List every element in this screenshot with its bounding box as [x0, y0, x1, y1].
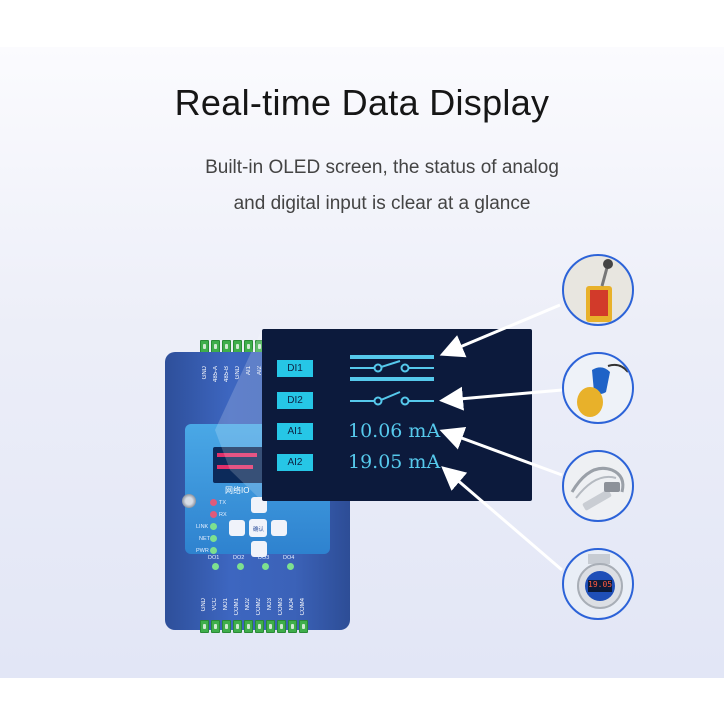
page-title: Real-time Data Display — [174, 82, 550, 123]
tag-di2: DI2 — [277, 392, 313, 409]
confirm-label: 确认 — [253, 527, 265, 533]
down-button[interactable] — [251, 541, 267, 557]
led-label: PWR — [196, 548, 209, 554]
zoom-beam — [215, 329, 262, 501]
limit-switch-icon — [586, 259, 613, 322]
transmitter-readout: 19.05 — [588, 580, 613, 589]
right-button[interactable] — [271, 520, 287, 536]
arrow-di1 — [439, 303, 561, 358]
device-brand: 网络IO — [225, 486, 250, 495]
terminal-screw — [266, 620, 275, 633]
reading-ai1: 10.06 mA — [348, 420, 441, 442]
terminal-screw — [200, 620, 209, 633]
float-switch-icon — [577, 363, 629, 417]
confirm-button[interactable]: 确认 — [249, 519, 267, 537]
terminal-screw — [288, 620, 297, 633]
up-button[interactable] — [251, 497, 267, 513]
switch-open-icon — [350, 391, 434, 406]
arrow-ai2 — [441, 466, 563, 572]
subtitle-line-1: Built-in OLED screen, the status of anal… — [205, 157, 559, 178]
device-oled-screen — [213, 447, 265, 483]
output-label: DO3 — [258, 555, 270, 561]
led-rx — [210, 511, 217, 518]
terminal-screw — [255, 620, 264, 633]
terminal-screw — [277, 620, 286, 633]
terminal-screw — [299, 620, 308, 633]
float-switch-circle — [562, 352, 634, 424]
led-do3 — [262, 563, 269, 570]
led-tx — [210, 499, 217, 506]
switch-closed-icon — [350, 355, 434, 381]
left-button[interactable] — [229, 520, 245, 536]
led-link — [210, 523, 217, 530]
led-do1 — [212, 563, 219, 570]
reading-ai2: 19.05 mA — [348, 451, 441, 473]
limit-switch-circle — [562, 254, 634, 326]
arrow-di2 — [439, 386, 563, 411]
tag-ai2: AI2 — [277, 454, 313, 471]
bottom-terminal-block — [200, 620, 308, 633]
terminal-screw — [211, 620, 220, 633]
output-label: DO4 — [283, 555, 295, 561]
subtitle-line-2: and digital input is clear at a glance — [233, 193, 531, 214]
pressure-transmitter-circle: 19.05 — [562, 548, 634, 620]
page-subtitle: Built-in OLED screen, the status of anal… — [0, 150, 724, 222]
temperature-probe-icon — [570, 466, 625, 511]
terminal-screw — [222, 620, 231, 633]
led-do2 — [237, 563, 244, 570]
terminal-screw — [233, 620, 242, 633]
led-label: NET — [199, 536, 210, 542]
led-do4 — [287, 563, 294, 570]
output-label: DO1 — [208, 555, 220, 561]
led-label: TX — [219, 500, 227, 506]
led-label: RX — [219, 512, 227, 518]
pressure-transmitter-icon — [577, 554, 623, 609]
tag-ai1: AI1 — [277, 423, 313, 440]
led-label: LINK — [196, 524, 209, 530]
tag-di1: DI1 — [277, 360, 313, 377]
led-pwr — [210, 547, 217, 554]
oled-display-zoom: DI1 DI2 AI1 10.06 mA AI2 19.05 mA — [262, 329, 532, 501]
output-label: DO2 — [233, 555, 245, 561]
terminal-screw — [244, 620, 253, 633]
temperature-probe-circle — [562, 450, 634, 522]
mounting-screw — [182, 494, 196, 508]
led-net — [210, 535, 217, 542]
arrow-ai1 — [439, 426, 563, 477]
